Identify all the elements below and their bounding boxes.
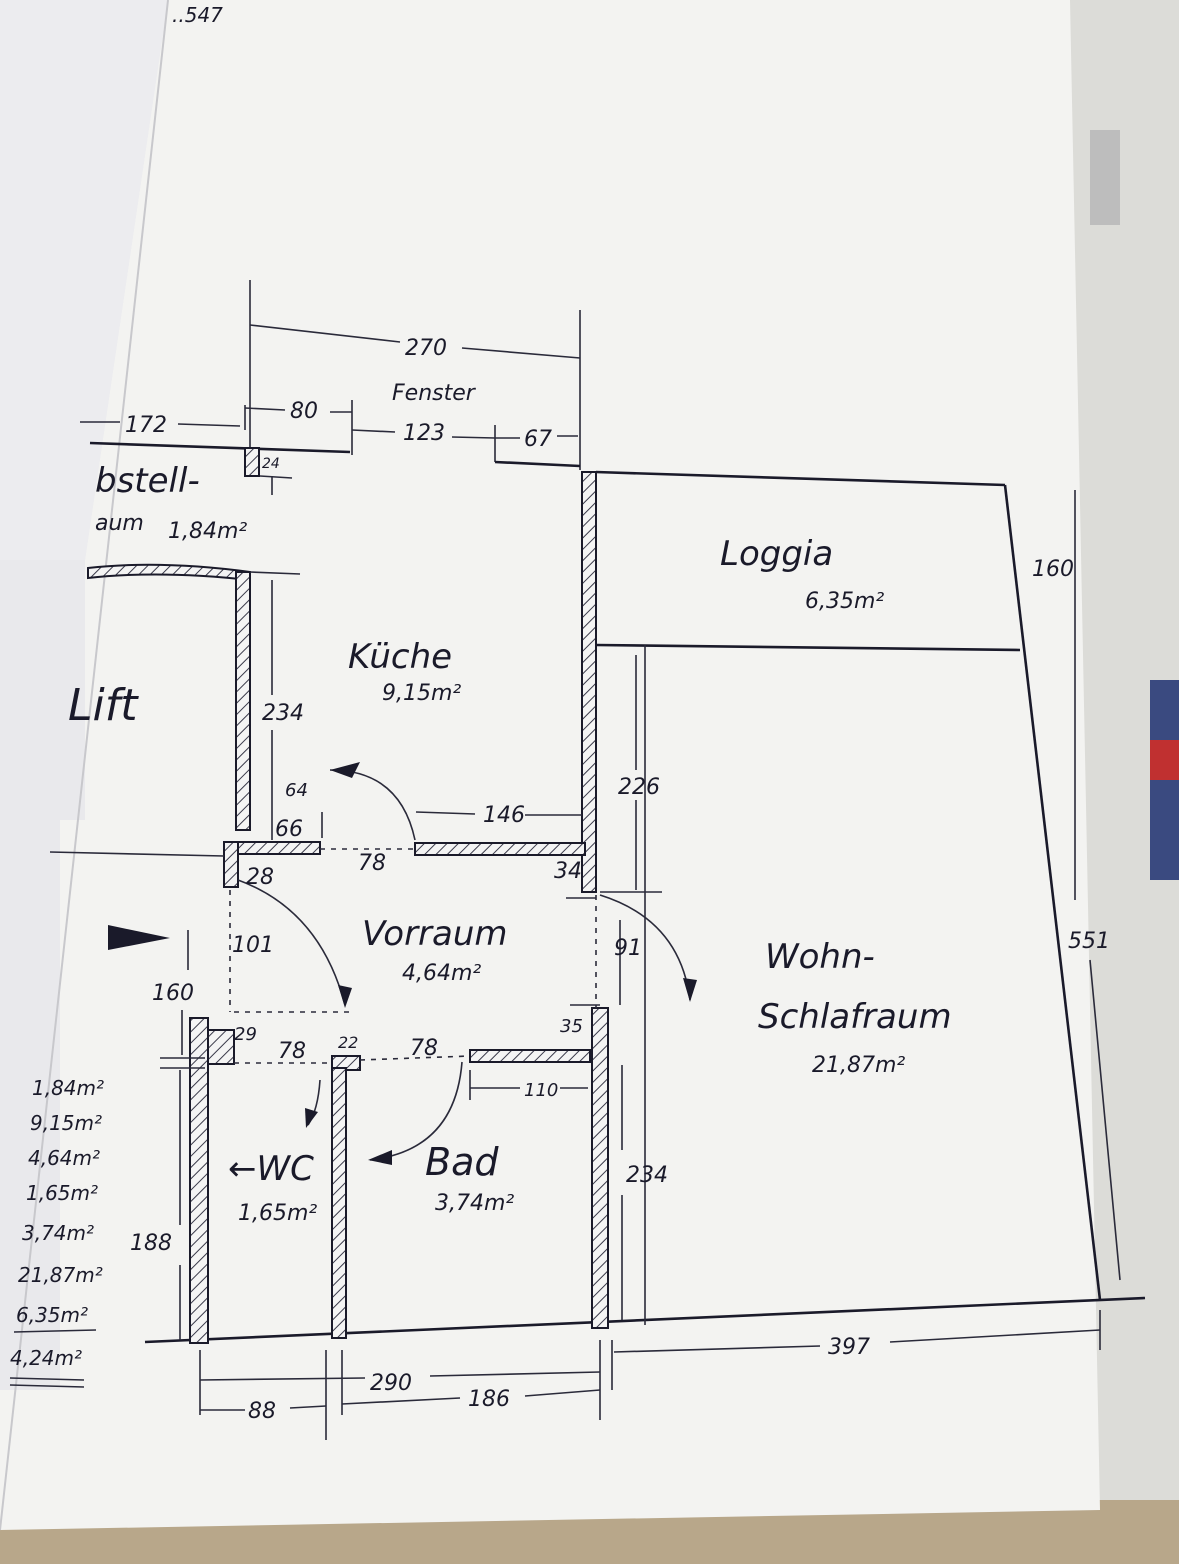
walls — [49, 470, 1146, 1344]
dim-110: 110 — [524, 1080, 558, 1101]
dim-kitchen-234: 234 — [262, 701, 304, 726]
dim-160-entry: 160 — [152, 981, 194, 1006]
dim-35: 35 — [560, 1016, 583, 1037]
abstellraum-area: 1,84m² — [168, 519, 247, 544]
area-list-item: 1,84m² — [32, 1076, 104, 1100]
dim-397: 397 — [828, 1335, 870, 1360]
dim-146: 146 — [483, 803, 525, 828]
lift-label: Lift — [68, 680, 139, 731]
dimension-labels: 234 64 66 78 146 28 34 226 160 551 101 9… — [130, 557, 1110, 1424]
page-fold — [0, 0, 169, 1531]
entrance-arrow-icon — [108, 925, 170, 950]
wohn-label-2: Schlafraum — [758, 997, 952, 1037]
dim-80: 80 — [290, 399, 318, 424]
door-openings — [229, 848, 597, 1064]
door-swings — [108, 762, 697, 1165]
area-list-total: 4,24m² — [10, 1346, 82, 1370]
wohn-area: 21,87m² — [812, 1053, 905, 1078]
left-page — [0, 0, 168, 560]
dim-551: 551 — [1068, 929, 1110, 954]
loggia-area: 6,35m² — [805, 589, 884, 614]
dim-78-bad: 78 — [410, 1036, 438, 1061]
abstellraum-name-1: bstell- — [95, 461, 200, 501]
bad-label: Bad — [425, 1140, 499, 1184]
area-list-item: 21,87m² — [18, 1263, 103, 1287]
dim-78-kitchen: 78 — [358, 851, 386, 876]
background-object — [1090, 130, 1120, 225]
wc-area: 1,65m² — [238, 1201, 317, 1226]
dim-123: 123 — [403, 421, 445, 446]
dim-bad-234: 234 — [626, 1163, 668, 1188]
bad-area: 3,74m² — [435, 1191, 514, 1216]
dim-101: 101 — [232, 933, 274, 958]
dim-226: 226 — [618, 775, 660, 800]
top-dimensions: 270 Fenster 80 123 67 172 — [80, 280, 581, 470]
dim-290: 290 — [370, 1371, 412, 1396]
corner-mark: ..547 — [172, 3, 223, 27]
inner-dimension-lines — [160, 490, 1121, 1440]
dim-24: 24 — [262, 456, 280, 472]
area-list-item: 4,64m² — [28, 1146, 100, 1170]
dim-78-wc: 78 — [278, 1039, 306, 1064]
dim-28: 28 — [246, 865, 274, 890]
column-24 — [244, 447, 260, 477]
loggia-label: Loggia — [720, 534, 833, 574]
dim-88: 88 — [248, 1399, 276, 1424]
dim-64: 64 — [285, 780, 308, 801]
dim-29: 29 — [234, 1024, 257, 1045]
background-object — [1150, 740, 1179, 780]
wc-label: ←WC — [228, 1149, 314, 1189]
area-list-item: 6,35m² — [16, 1303, 88, 1327]
area-summary-list: 1,84m² 9,15m² 4,64m² 1,65m² 3,74m² 21,87… — [9, 1076, 104, 1388]
dim-67: 67 — [524, 427, 552, 452]
area-list-item: 3,74m² — [22, 1221, 94, 1245]
wohn-label-1: Wohn- — [765, 937, 875, 977]
kueche-area: 9,15m² — [382, 681, 461, 706]
abstellraum-name-2: aum — [95, 511, 144, 536]
dim-172: 172 — [125, 413, 167, 438]
vorraum-label: Vorraum — [362, 914, 508, 954]
dim-22: 22 — [338, 1033, 358, 1052]
area-list-item: 9,15m² — [30, 1111, 102, 1135]
kueche-label: Küche — [348, 637, 452, 677]
dim-188: 188 — [130, 1231, 172, 1256]
dim-91: 91 — [614, 936, 642, 961]
window-label: Fenster — [392, 381, 477, 406]
dim-66: 66 — [275, 817, 303, 842]
dim-160-loggia: 160 — [1032, 557, 1074, 582]
paper-sheet — [0, 0, 1100, 1530]
dim-34: 34 — [554, 859, 582, 884]
dim-270: 270 — [405, 336, 447, 361]
area-list-item: 1,65m² — [26, 1181, 98, 1205]
vorraum-area: 4,64m² — [402, 961, 481, 986]
dim-186: 186 — [468, 1387, 510, 1412]
